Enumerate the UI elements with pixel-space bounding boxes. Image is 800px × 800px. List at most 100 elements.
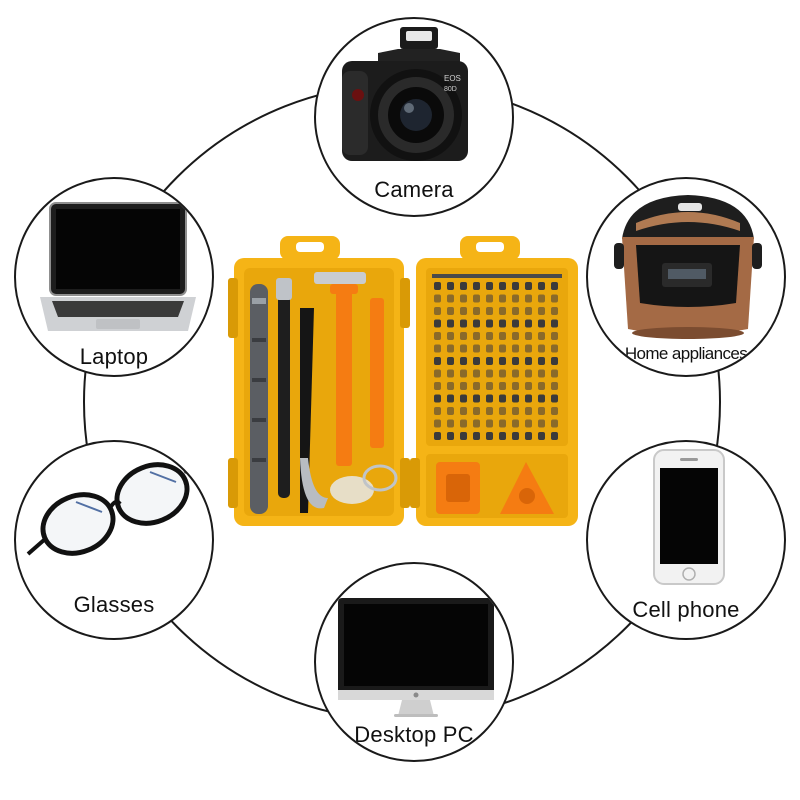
bit-slot	[512, 432, 519, 440]
bit-slot	[525, 282, 532, 290]
bit-slot	[525, 319, 532, 328]
bit-slot	[499, 357, 506, 365]
bit-slot	[499, 294, 506, 303]
bit-slot	[551, 394, 558, 403]
bit-slot	[473, 344, 480, 353]
device-label: Cell phone	[632, 597, 740, 622]
bit-slot	[512, 407, 519, 415]
bit-slot	[434, 332, 441, 340]
bit-slot	[512, 357, 519, 365]
bit-slot	[460, 294, 467, 303]
bit-slot	[460, 394, 467, 403]
bit-slot	[460, 319, 467, 328]
bit-slot	[538, 394, 545, 403]
bit-slot	[551, 294, 558, 303]
bit-slot	[538, 344, 545, 353]
monitor-icon	[338, 598, 494, 717]
bit-slot	[447, 294, 454, 303]
bit-slot	[447, 357, 454, 365]
bit-slot	[525, 432, 532, 440]
bit-slot	[512, 369, 519, 378]
bit-slot	[499, 282, 506, 290]
camera-icon: EOS 80D	[342, 27, 468, 161]
bit-slot	[512, 419, 519, 428]
bit-slot	[512, 382, 519, 390]
device-desktop-pc: Desktop PC	[314, 562, 514, 762]
bit-slot	[525, 344, 532, 353]
bit-slot	[538, 332, 545, 340]
bit-slot	[551, 432, 558, 440]
bit-slot	[434, 432, 441, 440]
bit-slot	[434, 294, 441, 303]
bit-slot	[434, 382, 441, 390]
bit-slot	[447, 282, 454, 290]
bit-slot	[486, 432, 493, 440]
bit-slot	[486, 357, 493, 365]
bit-slot	[538, 294, 545, 303]
bit-slot	[460, 307, 467, 315]
device-home-appliances: Home appliances	[586, 177, 786, 377]
bit-slot	[499, 369, 506, 378]
right-case	[410, 236, 578, 526]
bit-slot	[512, 282, 519, 290]
bit-grid-cells	[434, 282, 558, 440]
bit-slot	[551, 282, 558, 290]
bit-slot	[499, 382, 506, 390]
bit-slot	[434, 419, 441, 428]
bit-slot	[499, 394, 506, 403]
bit-slot	[499, 307, 506, 315]
bit-slot	[551, 369, 558, 378]
bit-slot	[499, 432, 506, 440]
bit-slot	[434, 344, 441, 353]
bit-slot	[434, 307, 441, 315]
bit-slot	[486, 382, 493, 390]
bit-slot	[434, 407, 441, 415]
bit-slot	[473, 319, 480, 328]
bit-slot	[512, 307, 519, 315]
device-label: Desktop PC	[354, 722, 474, 747]
left-case	[228, 236, 410, 526]
bit-slot	[512, 344, 519, 353]
bit-slot	[512, 319, 519, 328]
bit-slot	[460, 357, 467, 365]
bit-slot	[499, 344, 506, 353]
bit-slot	[434, 319, 441, 328]
camera-model-label: 80D	[444, 86, 457, 93]
bit-slot	[486, 394, 493, 403]
bit-slot	[460, 369, 467, 378]
bit-slot	[525, 357, 532, 365]
bit-slot	[473, 432, 480, 440]
bit-slot	[551, 332, 558, 340]
bit-slot	[551, 382, 558, 390]
bit-slot	[538, 419, 545, 428]
bit-slot	[551, 357, 558, 365]
bit-slot	[447, 307, 454, 315]
bit-slot	[538, 282, 545, 290]
bit-slot	[486, 294, 493, 303]
device-glasses: Glasses	[14, 440, 214, 640]
bit-slot	[473, 282, 480, 290]
bit-slot	[538, 432, 545, 440]
bit-slot	[538, 357, 545, 365]
screwdriver-kit-image	[228, 236, 578, 526]
bit-slot	[551, 307, 558, 315]
bit-slot	[551, 344, 558, 353]
bit-slot	[538, 382, 545, 390]
bit-slot	[460, 407, 467, 415]
bit-slot	[460, 432, 467, 440]
bit-slot	[447, 369, 454, 378]
camera-brand-label: EOS	[444, 74, 461, 83]
bit-slot	[473, 357, 480, 365]
bit-slot	[551, 319, 558, 328]
bit-slot	[499, 407, 506, 415]
smartphone-icon	[653, 449, 725, 585]
bit-slot	[460, 419, 467, 428]
bit-slot	[447, 382, 454, 390]
device-label: Camera	[374, 177, 454, 202]
bit-slot	[434, 369, 441, 378]
bit-slot	[460, 382, 467, 390]
bit-slot	[525, 382, 532, 390]
bit-slot	[486, 369, 493, 378]
bit-slot	[447, 319, 454, 328]
